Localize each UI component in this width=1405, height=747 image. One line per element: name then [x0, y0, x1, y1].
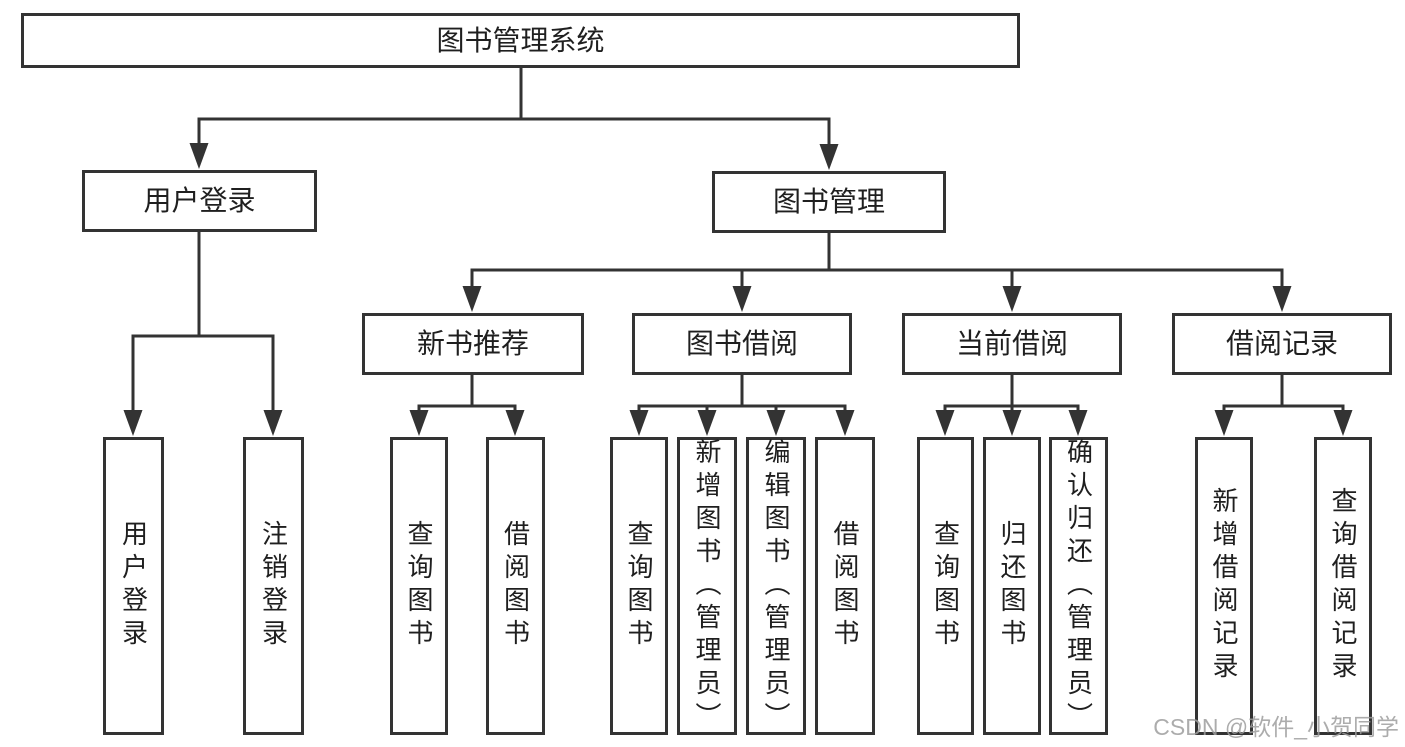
csdn-watermark: CSDN @软件_小贺同学: [1153, 714, 1399, 740]
leaf-return-books: 归还图书: [983, 437, 1041, 735]
leaf-add-books-admin-label: 新增图书（管理员）: [692, 437, 722, 735]
leaf-add-borrow-record-label: 新增借阅记录: [1209, 487, 1239, 685]
node-borrow-records: 借阅记录: [1172, 313, 1392, 375]
node-user-login: 用户登录: [82, 170, 317, 232]
leaf-borrow-books: 借阅图书: [815, 437, 875, 735]
leaf-add-books-admin: 新增图书（管理员）: [677, 437, 737, 735]
leaf-recommend-borrow-books: 借阅图书: [486, 437, 545, 735]
node-current-borrow: 当前借阅: [902, 313, 1122, 375]
leaf-return-books-label: 归还图书: [997, 520, 1027, 652]
leaf-borrow-books-label: 借阅图书: [830, 520, 860, 652]
leaf-confirm-return-admin-label: 确认归还（管理员）: [1063, 437, 1094, 735]
leaf-current-query-books-label: 查询图书: [930, 520, 961, 652]
leaf-user-login: 用户登录: [103, 437, 164, 735]
node-book-management-label: 图书管理: [772, 186, 885, 217]
node-current-borrow-label: 当前借阅: [955, 328, 1068, 359]
node-new-book-recommend-label: 新书推荐: [416, 328, 529, 359]
node-library-system-label: 图书管理系统: [436, 24, 605, 56]
leaf-logout: 注销登录: [243, 437, 304, 735]
node-new-book-recommend: 新书推荐: [362, 313, 584, 375]
leaf-logout-label: 注销登录: [258, 520, 289, 652]
leaf-query-borrow-record-label: 查询借阅记录: [1328, 487, 1358, 685]
node-book-management: 图书管理: [712, 171, 946, 233]
leaf-borrow-query-books-label: 查询图书: [624, 520, 654, 652]
node-borrow-records-label: 借阅记录: [1225, 328, 1338, 359]
node-library-system: 图书管理系统: [21, 13, 1020, 68]
leaf-edit-books-admin-label: 编辑图书（管理员）: [761, 437, 791, 735]
node-user-login-label: 用户登录: [143, 185, 256, 216]
leaf-user-login-label: 用户登录: [118, 520, 149, 652]
leaf-recommend-borrow-books-label: 借阅图书: [500, 520, 531, 652]
node-book-borrow-label: 图书借阅: [685, 328, 798, 359]
leaf-add-borrow-record: 新增借阅记录: [1195, 437, 1253, 735]
leaf-edit-books-admin: 编辑图书（管理员）: [746, 437, 806, 735]
leaf-borrow-query-books: 查询图书: [610, 437, 668, 735]
node-book-borrow: 图书借阅: [632, 313, 852, 375]
leaf-recommend-query-books-label: 查询图书: [404, 520, 434, 652]
leaf-confirm-return-admin: 确认归还（管理员）: [1049, 437, 1108, 735]
leaf-query-borrow-record: 查询借阅记录: [1314, 437, 1372, 735]
leaf-recommend-query-books: 查询图书: [390, 437, 448, 735]
leaf-current-query-books: 查询图书: [917, 437, 974, 735]
